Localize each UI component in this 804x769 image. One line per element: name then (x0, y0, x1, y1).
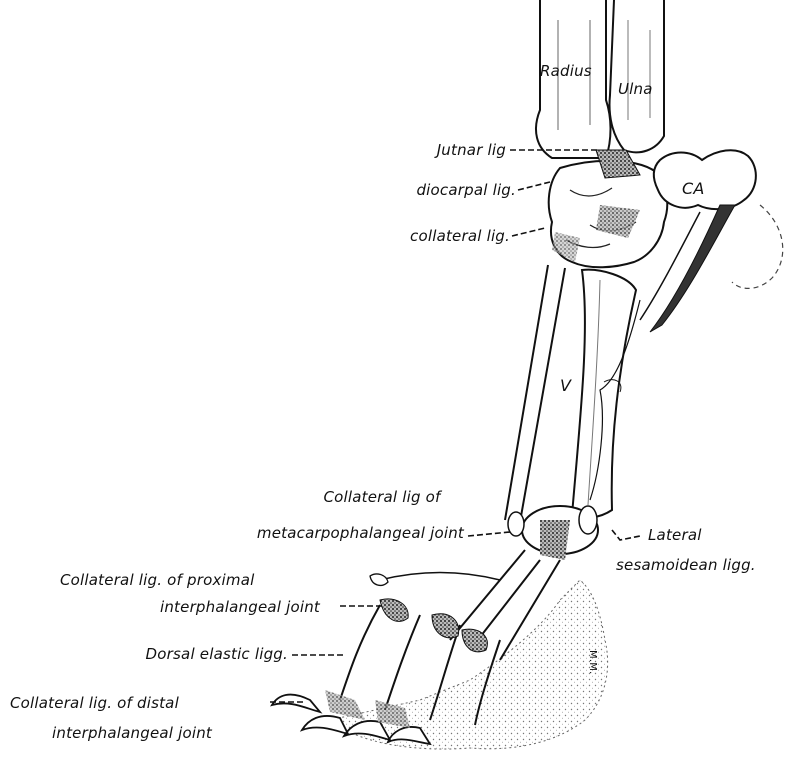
label-ulna: Ulna (618, 78, 653, 100)
label-pip-collateral-2: interphalangeal joint (160, 596, 320, 618)
label-dorsal-elastic: Dorsal elastic ligg. (146, 643, 288, 665)
label-metacarpal-v: V (560, 375, 571, 397)
label-accessory-carpal: CA (682, 178, 705, 200)
metacarpal-v (572, 270, 636, 518)
label-lateral-sesamoidean-2: sesamoidean ligg. (616, 554, 756, 576)
label-mcp-collateral-1: Collateral lig of (282, 486, 482, 508)
label-lateral-sesamoidean-1: Lateral (648, 524, 702, 546)
artist-signature: M.M. (581, 650, 603, 674)
label-dip-collateral-2: interphalangeal joint (52, 722, 212, 744)
carpal-pad-outline (732, 205, 783, 288)
label-ulnar-lig: Jutnar lig (437, 139, 506, 161)
label-collateral-lig: collateral lig. (410, 225, 510, 247)
ulna-bone (610, 0, 664, 152)
metacarpal-bones (505, 265, 565, 522)
label-radius: Radius (540, 60, 592, 82)
label-dip-collateral-1: Collateral lig. of distal (10, 692, 179, 714)
accessory-carpal-bone (654, 150, 756, 209)
label-pip-collateral-1: Collateral lig. of proximal (60, 569, 254, 591)
label-radiocarpal-lig: diocarpal lig. (416, 179, 516, 201)
label-mcp-collateral-2: metacarpophalangeal joint (257, 522, 464, 544)
